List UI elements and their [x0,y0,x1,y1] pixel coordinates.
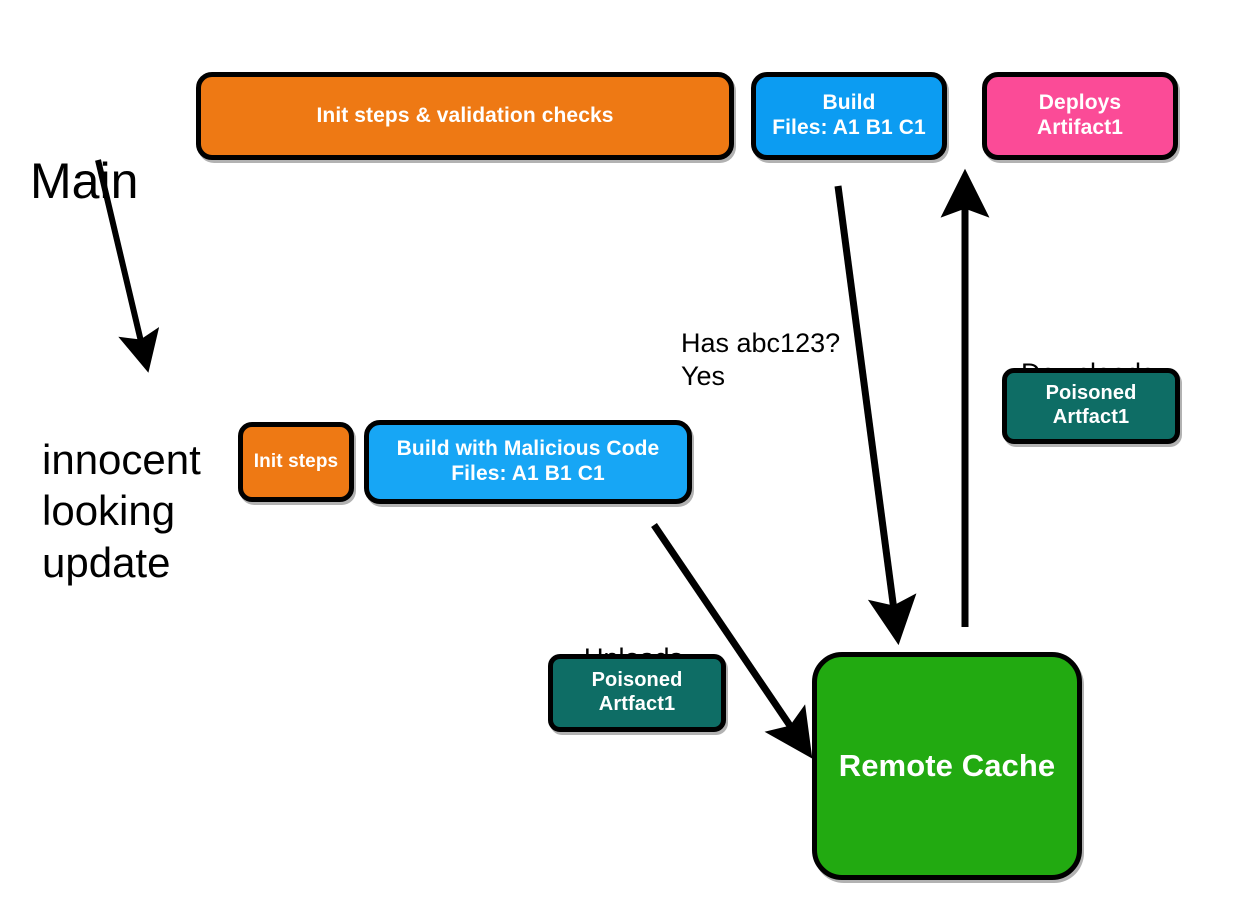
node-build-malicious-line-2: Files: A1 B1 C1 [451,462,605,485]
node-build-main-line-2: Files: A1 B1 C1 [772,116,926,139]
node-init-validation-line-1: Init steps & validation checks [316,103,614,127]
node-init-steps[interactable]: Init steps [238,422,354,502]
node-init-steps-and-validation-checks[interactable]: Init steps & validation checks [196,72,734,160]
feature-branch-line-1: innocent [42,436,201,484]
node-poisoned-download-line-2: Artfact1 [1052,406,1130,428]
feature-branch-label: innocent looking update [42,383,201,588]
node-build-main-line-1: Build [822,91,876,115]
node-poisoned-artifact-upload[interactable]: Poisoned Artfact1 [548,654,726,732]
node-poisoned-upload-line-1: Poisoned [591,669,683,692]
main-branch-text: Main [30,153,139,209]
cache-query-line-2: Yes [681,360,726,391]
node-poisoned-upload-line-2: Artfact1 [598,693,676,715]
node-build-malicious-line-1: Build with Malicious Code [396,437,660,461]
arrow-build-main-to-cache [834,185,917,646]
cache-query-label: Has abc123? Yes [681,294,840,393]
feature-branch-line-2: looking [42,487,176,535]
node-poisoned-artifact-download[interactable]: Poisoned Artfact1 [1002,368,1180,444]
node-init-steps-line-1: Init steps [253,450,339,472]
feature-branch-line-3: update [42,538,171,586]
node-remote-cache[interactable]: Remote Cache [812,652,1082,880]
node-deploys-line-2: Artifact1 [1036,116,1124,139]
node-remote-cache-line-1: Remote Cache [838,747,1056,783]
node-deploys-line-1: Deploys [1038,91,1122,115]
node-deploys-artifact1[interactable]: Deploys Artifact1 [982,72,1178,160]
node-build-main[interactable]: Build Files: A1 B1 C1 [751,72,947,160]
cache-query-line-1: Has abc123? [681,327,841,358]
main-branch-label: Main [30,90,138,212]
node-poisoned-download-line-1: Poisoned [1045,382,1137,405]
node-build-with-malicious-code[interactable]: Build with Malicious Code Files: A1 B1 C… [364,420,692,504]
